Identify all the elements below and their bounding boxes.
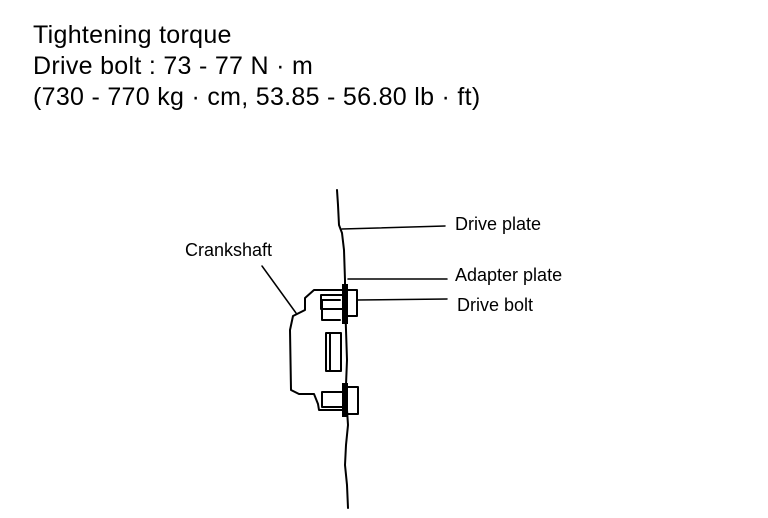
spec-alt-units: (730 - 770 kg · cm, 53.85 - 56.80 lb · f… (33, 83, 481, 111)
label-adapter-plate: Adapter plate (455, 265, 563, 285)
crankshaft-pilot (325, 332, 342, 372)
spec-drive-bolt-torque: Drive bolt : 73 - 77 N · m (33, 52, 314, 80)
label-drive-bolt: Drive bolt (457, 295, 534, 315)
spec-title: Tightening torque (33, 21, 232, 49)
crankshaft-outline (289, 289, 346, 411)
leader-crankshaft (261, 265, 297, 314)
label-crankshaft: Crankshaft (185, 240, 273, 260)
leader-drive-plate (341, 225, 446, 230)
leader-drive-bolt (356, 298, 448, 301)
drive-plate-line (336, 189, 349, 509)
adapter-plate (342, 284, 348, 324)
adapter-plate-lower (342, 383, 348, 417)
torque-spec: Tightening torque Drive bolt : 73 - 77 N… (33, 20, 481, 113)
label-drive-plate: Drive plate (455, 214, 542, 234)
